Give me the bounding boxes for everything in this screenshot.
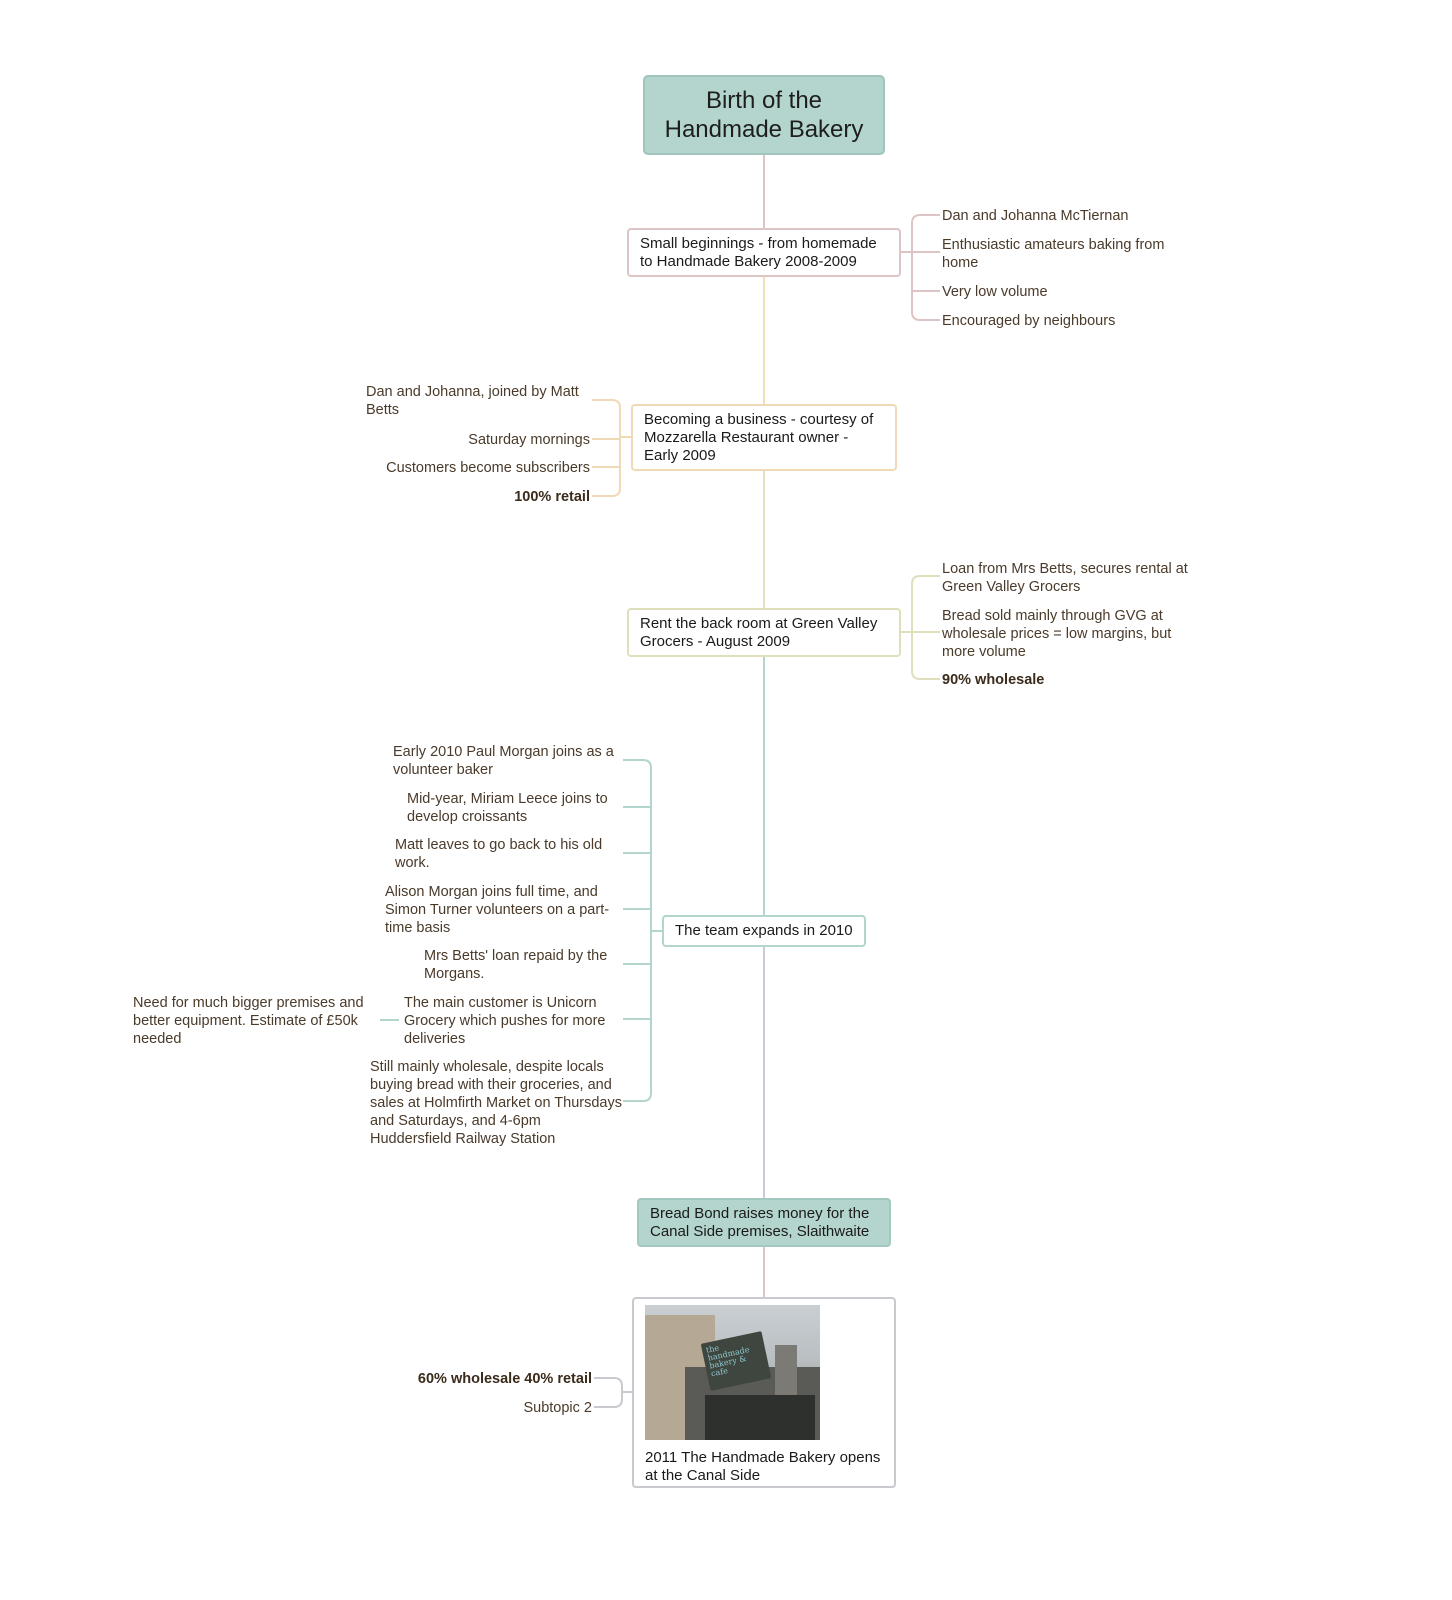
topic-label: Bread Bond raises money for the Canal Si…: [650, 1205, 870, 1240]
topic-becoming-a-business[interactable]: Becoming a business - courtesy of Mozzar…: [631, 404, 897, 471]
brackets-topic6: [594, 1377, 633, 1408]
topic-bread-bond[interactable]: Bread Bond raises money for the Canal Si…: [637, 1198, 891, 1247]
subtopic[interactable]: The main customer is Unicorn Grocery whi…: [404, 995, 606, 1047]
subtopic[interactable]: Encouraged by neighbours: [942, 313, 1116, 329]
subtopic[interactable]: Matt leaves to go back to his old work.: [395, 837, 603, 871]
topic-small-beginnings[interactable]: Small beginnings - from homemade to Hand…: [627, 228, 901, 277]
subtopic[interactable]: Saturday mornings: [468, 432, 590, 448]
subtopic[interactable]: Dan and Johanna, joined by Matt Betts: [366, 384, 579, 418]
subtopic[interactable]: Loan from Mrs Betts, secures rental at G…: [942, 561, 1188, 595]
brackets-topic1: [900, 214, 940, 321]
subtopic[interactable]: Dan and Johanna McTiernan: [942, 208, 1129, 224]
subtopic[interactable]: Subtopic 2: [523, 1400, 592, 1416]
subtopic[interactable]: 90% wholesale: [942, 672, 1045, 688]
subtopic[interactable]: Early 2010 Paul Morgan joins as a volunt…: [393, 744, 614, 778]
bakery-photo: the handmade bakery & cafe: [645, 1305, 820, 1440]
subtopic[interactable]: 100% retail: [514, 489, 590, 505]
subtopic[interactable]: Still mainly wholesale, despite locals b…: [370, 1059, 622, 1147]
brackets-topic3: [900, 575, 940, 680]
topic-label: Becoming a business - courtesy of Mozzar…: [644, 411, 874, 464]
subtopic[interactable]: Customers become subscribers: [386, 460, 590, 476]
subtopic[interactable]: Alison Morgan joins full time, and Simon…: [385, 884, 610, 936]
root-topic[interactable]: Birth of the Handmade Bakery: [643, 75, 885, 155]
subtopic[interactable]: Mrs Betts' loan repaid by the Morgans.: [424, 948, 608, 982]
brackets-topic4: [380, 759, 662, 1102]
sub-subtopic[interactable]: Need for much bigger premises and better…: [133, 995, 364, 1047]
subtopic[interactable]: Bread sold mainly through GVG at wholesa…: [942, 608, 1172, 660]
topic-rent-back-room[interactable]: Rent the back room at Green Valley Groce…: [627, 608, 901, 657]
root-title: Birth of the Handmade Bakery: [664, 87, 864, 143]
brackets-topic2: [592, 399, 631, 497]
topic-label: The team expands in 2010: [675, 922, 853, 939]
subtopic[interactable]: Very low volume: [942, 284, 1048, 300]
subtopic[interactable]: 60% wholesale 40% retail: [417, 1371, 592, 1387]
subtopic[interactable]: Mid-year, Miriam Leece joins to develop …: [407, 791, 608, 825]
topic-label: 2011 The Handmade Bakery opens at the Ca…: [645, 1449, 881, 1484]
topic-label: Small beginnings - from homemade to Hand…: [640, 235, 877, 270]
topic-bakery-opens[interactable]: the handmade bakery & cafe 2011 The Hand…: [632, 1297, 896, 1488]
topic-team-expands[interactable]: The team expands in 2010: [662, 915, 866, 947]
subtopic[interactable]: Enthusiastic amateurs baking from home: [942, 237, 1165, 271]
topic-label: Rent the back room at Green Valley Groce…: [640, 615, 878, 650]
